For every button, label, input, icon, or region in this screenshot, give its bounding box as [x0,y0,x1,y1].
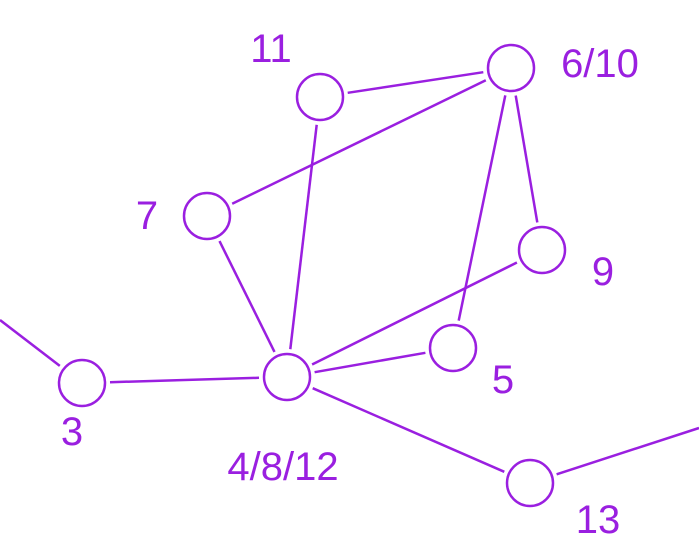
edge-5 [312,387,505,473]
edge-4 [311,261,518,366]
node-circle [517,225,567,275]
node-circle [486,43,536,93]
node: 9 [517,225,614,294]
node-circle [428,323,478,373]
node-circle [262,352,312,402]
node-circle [505,458,555,508]
node: 6/10 [486,42,639,93]
node-circle [182,191,232,241]
node-label: 3 [61,410,83,454]
edge-9 [457,95,507,321]
node-label: 9 [592,250,614,294]
node: 11 [250,27,345,122]
boundary-edge-left [0,319,61,367]
nodes-layer: 3 4/8/12 5 9 6/10 11 7 13 [57,27,639,542]
node-label: 6/10 [561,42,639,86]
edges-layer [0,70,699,476]
node-circle [295,72,345,122]
edge-6 [347,70,484,95]
edge-2 [289,124,318,350]
node: 5 [428,323,514,402]
boundary-edge-right [556,426,699,476]
edge-1 [218,240,276,353]
node-circle [57,358,107,408]
node: 3 [57,358,107,454]
node: 7 [136,191,232,241]
edge-8 [514,95,539,223]
node: 4/8/12 [227,352,339,489]
node-label: 13 [576,498,621,542]
edge-3 [314,351,426,374]
node-label: 4/8/12 [227,445,338,489]
node-label: 5 [492,358,514,402]
edge-0 [109,376,260,384]
edge-7 [231,79,487,205]
node: 13 [505,458,621,542]
node-label: 11 [250,27,292,71]
node-label: 7 [136,194,158,238]
